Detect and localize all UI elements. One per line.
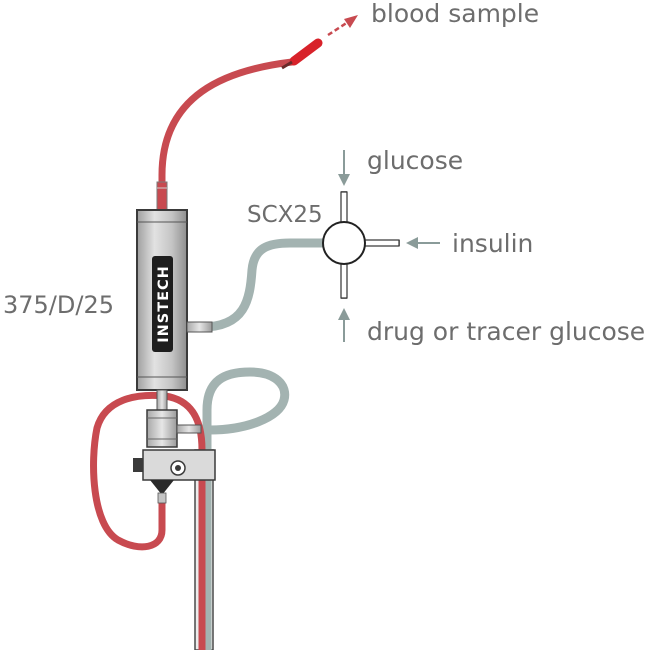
infusion-line-loop (202, 367, 290, 650)
swivel-body (136, 209, 188, 391)
blood-line-loop (90, 391, 206, 650)
label-insulin: insulin (452, 229, 533, 258)
label-drug-tracer: drug or tracer glucose (367, 317, 645, 346)
swivel-lower-joint (146, 389, 202, 448)
swivel-brand-text: INSTECH (156, 265, 172, 343)
infusion-line-upper (197, 238, 330, 332)
blood-sample-arrow (327, 15, 358, 37)
drug-tracer-arrow (338, 308, 350, 342)
blood-sample-tip (281, 38, 323, 70)
label-blood-sample: blood sample (371, 0, 539, 28)
swivel-logo-plate: INSTECH (152, 256, 173, 352)
tether-clamp (133, 449, 216, 495)
label-swivel-model: 375/D/25 (3, 291, 114, 319)
label-connector: SCX25 (247, 202, 323, 228)
insulin-arrow (406, 237, 440, 249)
swivel-side-port (186, 321, 213, 333)
swivel-top-fitting (156, 181, 168, 213)
blood-line-upper (158, 58, 296, 216)
label-glucose: glucose (367, 146, 463, 175)
glucose-arrow (338, 150, 350, 186)
scx25-connector (322, 191, 400, 299)
